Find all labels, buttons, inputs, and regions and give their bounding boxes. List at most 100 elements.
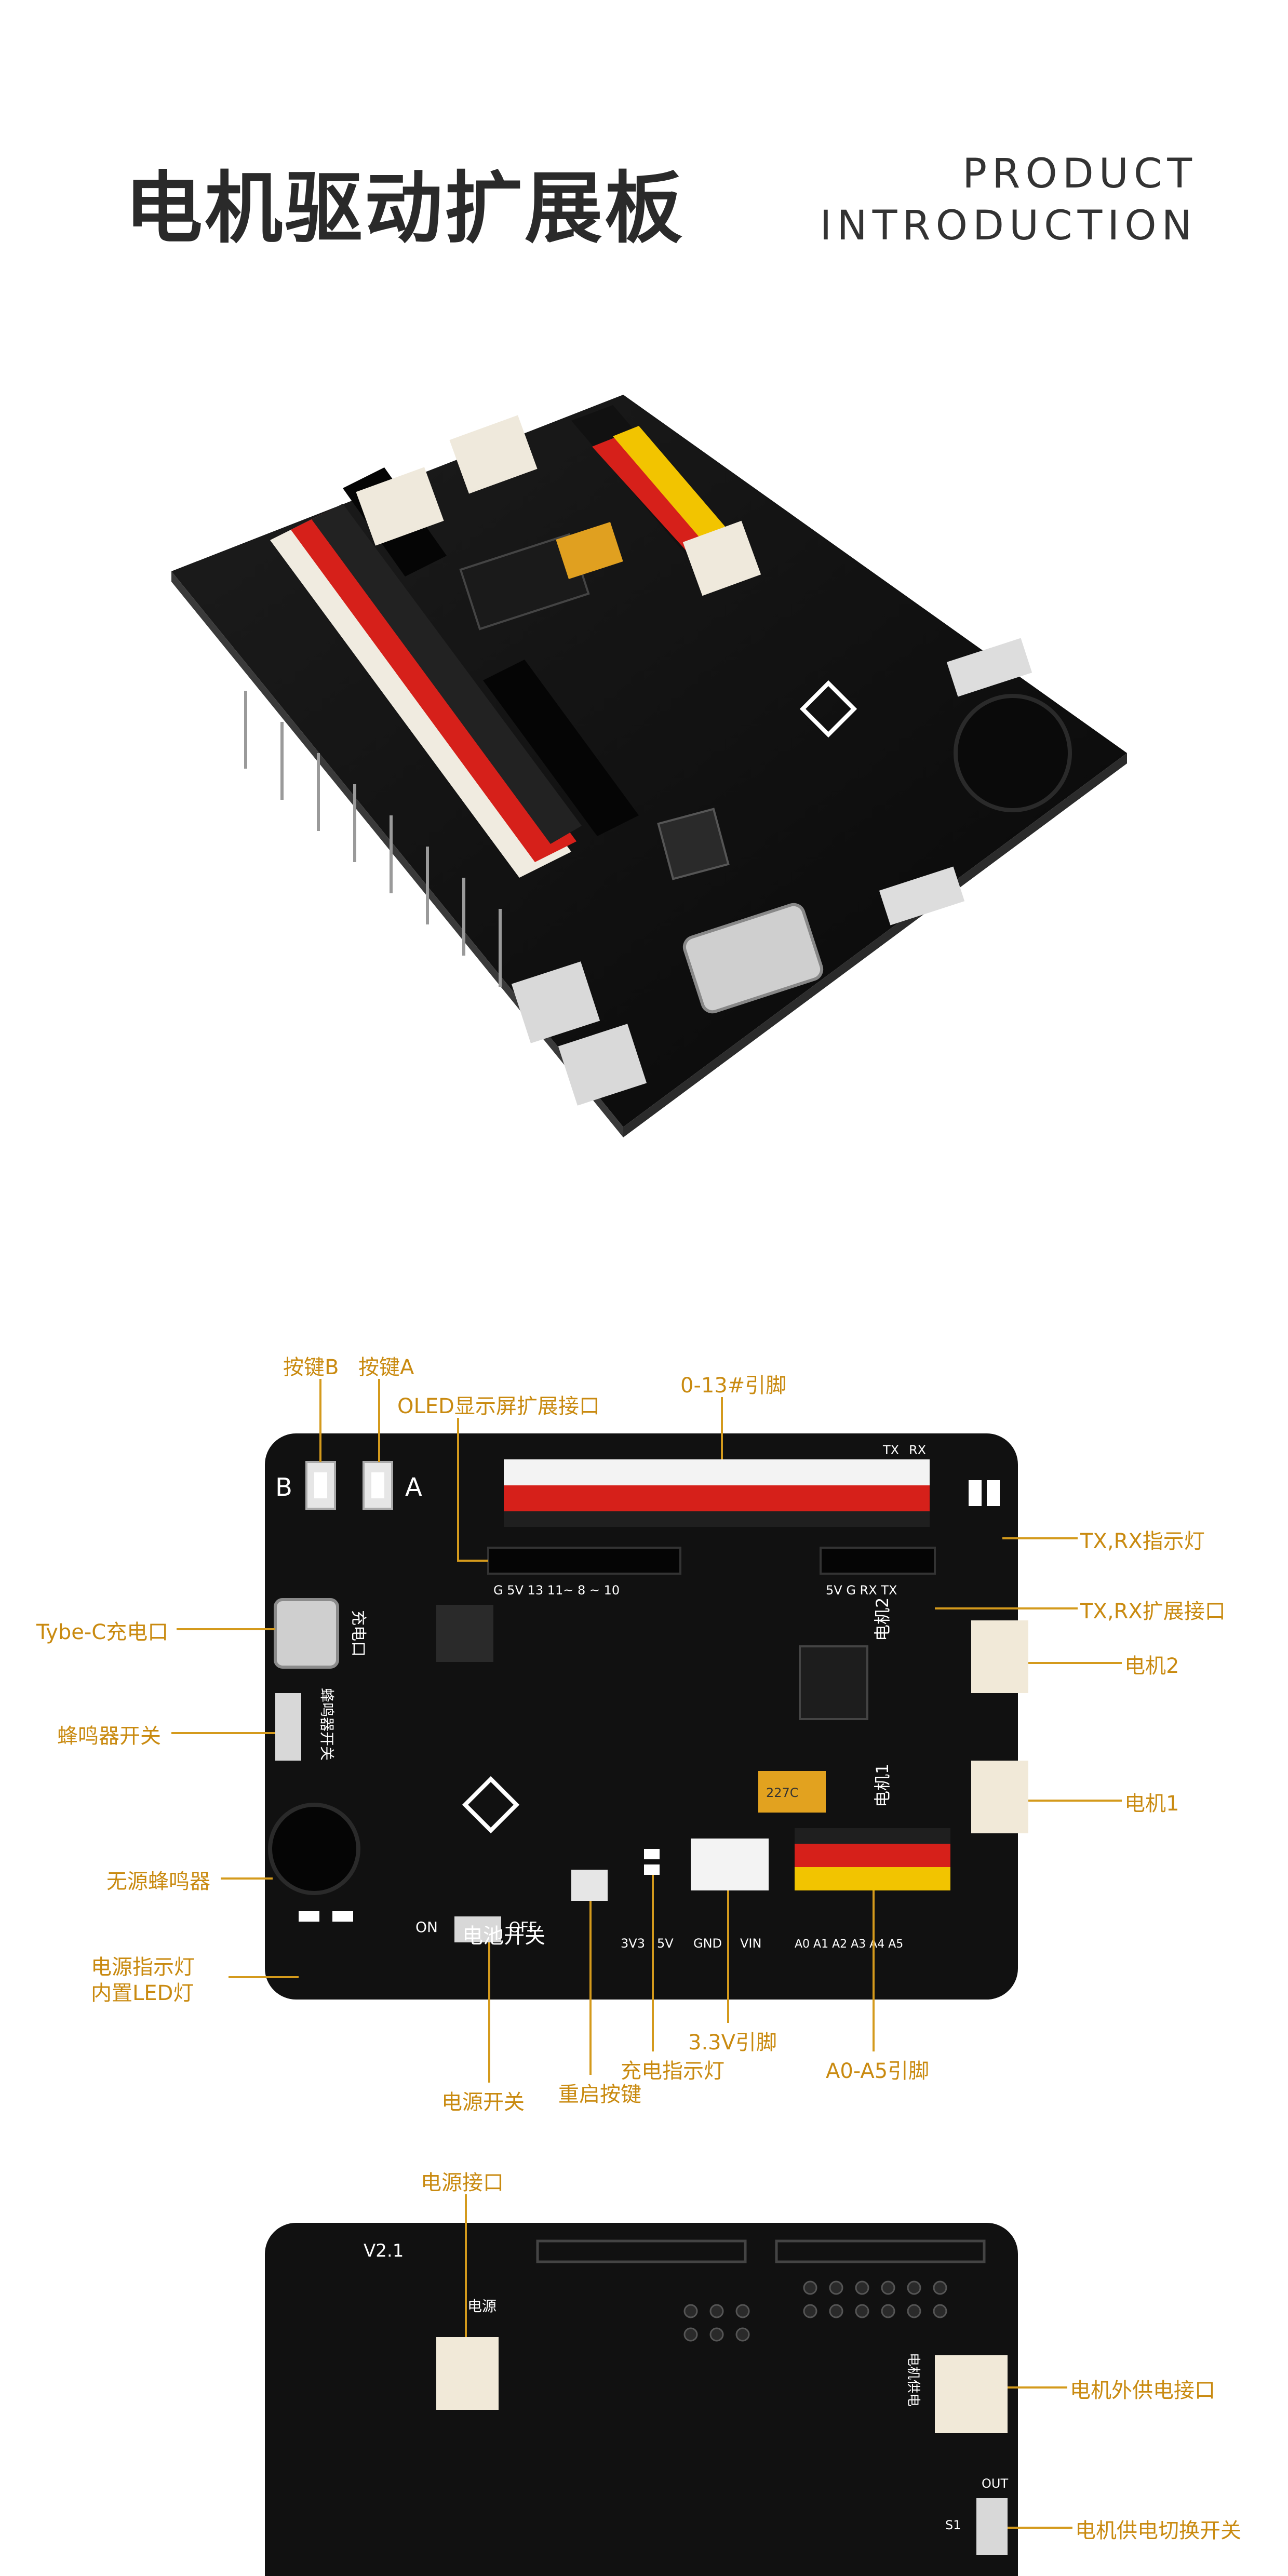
board-photo [171, 395, 1127, 1137]
leader-power-led [229, 1976, 299, 1978]
via-grid [683, 2280, 947, 2342]
silk-5v: 5V [657, 1936, 674, 1951]
silk-motor1: 电机1 [873, 1764, 892, 1807]
label-passive-buzzer: 无源蜂鸣器 [106, 1870, 210, 1894]
leader-motor-ext-power [1008, 2386, 1067, 2389]
button-photo-2 [558, 1024, 647, 1106]
motor-power-switch [976, 2498, 1008, 2555]
label-motor-power-switch: 电机供电切换开关 [1075, 2519, 1241, 2543]
leader-reset [589, 1901, 592, 2075]
logo-diamond [462, 1776, 520, 1834]
button-a [363, 1461, 393, 1510]
page-title: 电机驱动扩展板 [125, 164, 685, 254]
switch-photo-2 [946, 638, 1032, 697]
leader-oled-v [457, 1418, 459, 1561]
white-connector-1 [449, 415, 538, 494]
label-power-switch: 电源开关 [441, 2090, 525, 2114]
board-bottom [265, 2223, 1018, 2576]
leader-power-port [465, 2194, 467, 2337]
silk-a: A [405, 1473, 422, 1502]
pin-strip-left [270, 504, 582, 878]
label-3v3: 3.3V引脚 [688, 2031, 777, 2055]
rx-led [987, 1480, 1000, 1506]
leader-key-b [319, 1379, 321, 1462]
charge-led-1 [644, 1849, 660, 1859]
white-connector-3 [682, 520, 761, 596]
silk-motor-power: 电机供电 [905, 2353, 921, 2407]
label-motor-ext-power: 电机外供电接口 [1070, 2379, 1215, 2403]
leader-passive-buzzer [221, 1877, 273, 1880]
leader-a0-a5 [873, 1890, 875, 2051]
label-txrx-port: TX,RX扩展接口 [1080, 1600, 1226, 1624]
reset-button [571, 1870, 608, 1901]
silk-rx: RX [909, 1443, 926, 1457]
label-key-a: 按键A [358, 1356, 414, 1379]
pin-block-top [571, 405, 737, 566]
motor-ext-connector [935, 2355, 1008, 2433]
button-photo-1 [511, 961, 600, 1043]
leader-motor1 [1028, 1800, 1122, 1802]
label-buzzer-switch: 蜂鸣器开关 [57, 1724, 161, 1748]
silk-s1: S1 [945, 2518, 961, 2532]
product-line-1: PRODUCT [962, 151, 1197, 197]
switch-photo-1 [879, 866, 965, 925]
silk-power: 电源 [467, 2298, 497, 2315]
silk-motor2: 电机2 [873, 1598, 892, 1641]
label-a0-a5: A0-A5引脚 [826, 2059, 930, 2083]
label-power-port: 电源接口 [421, 2171, 504, 2195]
inductor-top [436, 1605, 493, 1662]
top-view-section: 227C B A 充电口 蜂鸣器开关 电机2 电机1 [0, 1330, 1288, 2171]
silk-out: OUT [982, 2476, 1008, 2491]
charge-led-2 [644, 1864, 660, 1875]
driver-chip [799, 1645, 868, 1720]
label-charge-led: 充电指示灯 [621, 2059, 725, 2083]
silk-oled-row: G 5V 13 11~ 8 ~ 10 [493, 1583, 620, 1598]
silk-off: OFF [509, 1918, 537, 1936]
label-power-led: 电源指示灯 [91, 1955, 195, 1979]
button-b [305, 1461, 336, 1510]
capacitor-227c [758, 1771, 826, 1813]
logo-diamond-photo [799, 680, 857, 738]
silk-version: V2.1 [364, 2240, 404, 2261]
silk-charge-port: 充电口 [349, 1610, 367, 1657]
leader-typec [177, 1628, 275, 1630]
board-top-view: 227C B A 充电口 蜂鸣器开关 电机2 电机1 [265, 1433, 1028, 2000]
product-introduction-heading: PRODUCT INTRODUCTION [820, 148, 1197, 252]
silk-on: ON [415, 1918, 438, 1936]
silk-analog-row: A0 A1 A2 A3 A4 A5 [795, 1938, 903, 1951]
bottom-pins [244, 691, 502, 987]
digital-pins [504, 1459, 930, 1527]
label-txrx-led: TX,RX指示灯 [1080, 1530, 1205, 1553]
oled-header [487, 1547, 681, 1575]
builtin-led [332, 1911, 353, 1922]
board-body [171, 395, 1127, 1137]
leader-motor-power-switch [1008, 2527, 1072, 2529]
label-battery-switch: 电池开关 [462, 1924, 545, 1948]
leader-oled-h [457, 1560, 488, 1562]
bottom-view-section: V2.1 电源 电机供电 OUT S1 电源接口 电机外供电接口 电机供电切换开… [0, 2155, 1288, 2576]
header-footprints [536, 2239, 986, 2263]
power-led [299, 1911, 319, 1922]
silk-tx: TX [882, 1443, 899, 1457]
tx-led [969, 1480, 982, 1506]
label-oled: OLED显示屏扩展接口 [397, 1394, 600, 1418]
power-connector [436, 2337, 499, 2410]
label-reset: 重启按键 [558, 2083, 641, 2107]
usb-c-photo [682, 903, 824, 1014]
label-typec: Tybe-C充电口 [36, 1620, 169, 1644]
buzzer-photo [954, 694, 1072, 812]
leader-pins-0-13 [721, 1397, 723, 1459]
label-builtin-led: 内置LED灯 [91, 1981, 194, 2005]
leader-power-switch [488, 1942, 490, 2083]
leader-txrx-led [1002, 1537, 1078, 1539]
leader-3v3 [727, 1890, 729, 2023]
motor2-connector [971, 1620, 1028, 1693]
silk-vin: VIN [740, 1936, 761, 1951]
capacitor-label: 227C [766, 1786, 799, 1800]
silk-3v3: 3V3 [621, 1936, 645, 1951]
silk-b: B [275, 1473, 292, 1502]
female-header [483, 660, 639, 836]
label-pins-0-13: 0-13#引脚 [680, 1374, 787, 1398]
leader-txrx-port [935, 1607, 1078, 1609]
product-line-2: INTRODUCTION [820, 203, 1197, 249]
